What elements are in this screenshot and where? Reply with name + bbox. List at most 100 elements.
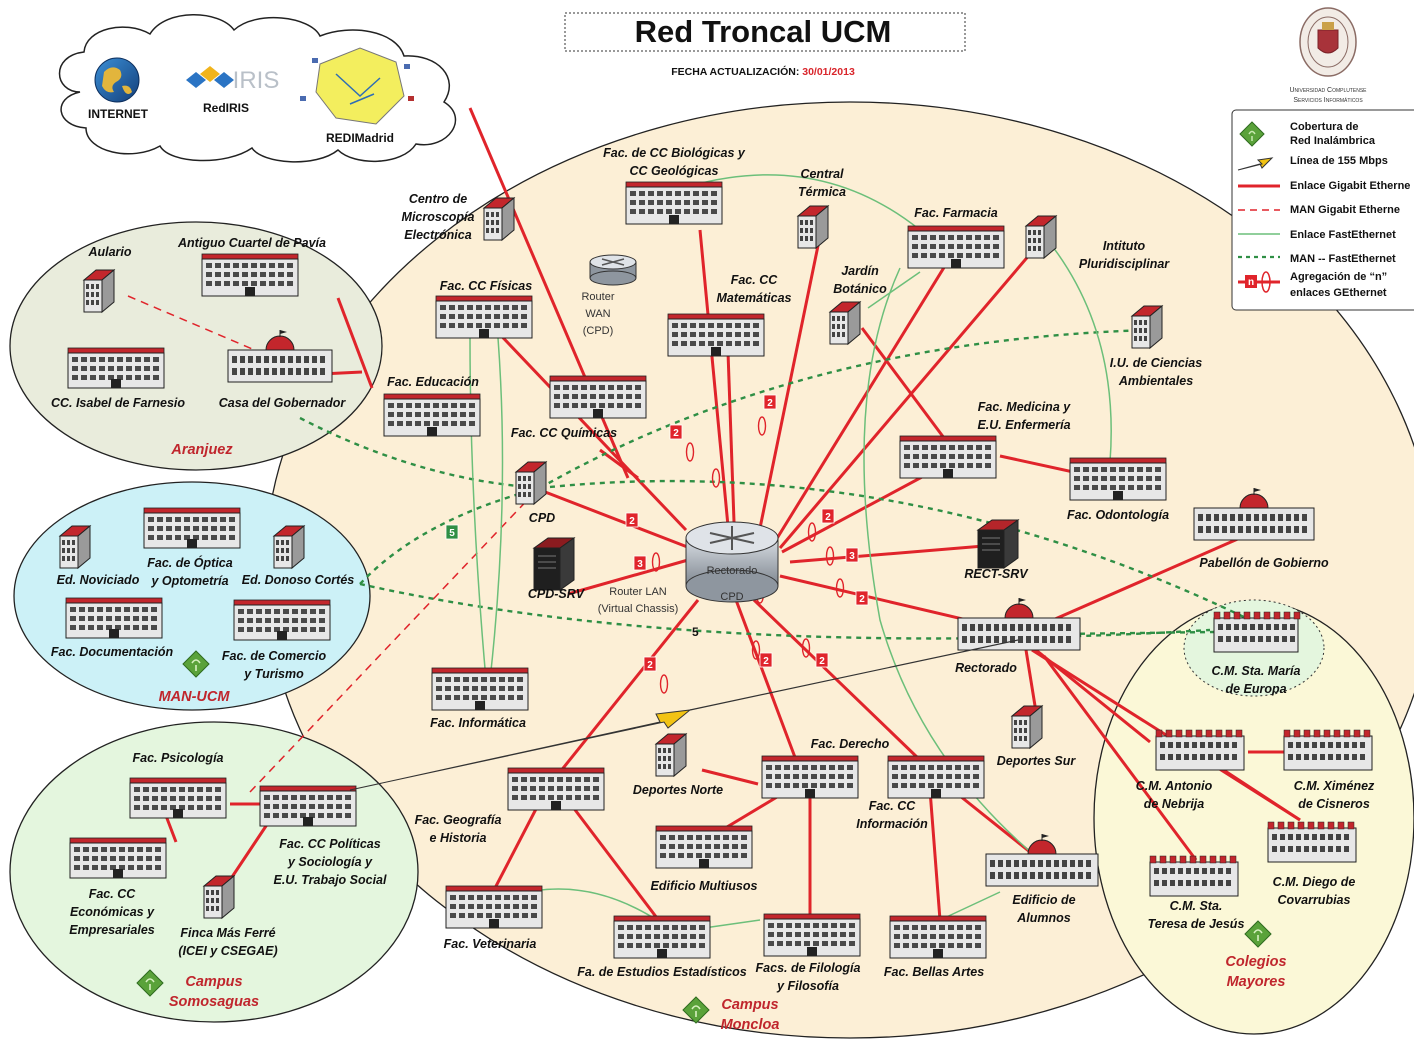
- building-ambientales: [1130, 304, 1164, 350]
- label-geografia-1: Fac. Geografía: [415, 813, 502, 827]
- update-label: FECHA ACTUALIZACIÓN:: [671, 65, 799, 78]
- label-filologia-2: y Filosofía: [776, 979, 839, 993]
- building-sta-maria: [1213, 611, 1301, 653]
- building-gobernador: [227, 330, 333, 383]
- lan-router-label-2: (Virtual Chassis): [598, 603, 679, 615]
- gigabit-link: [1042, 655, 1198, 861]
- label-biologicas-2: CC Geológicas: [630, 164, 719, 178]
- fast-ethernet-link: [703, 919, 761, 929]
- label-cpd-srv: CPD-SRV: [528, 587, 586, 601]
- globe-icon: [94, 57, 140, 103]
- aggregation-badge-label: 2: [767, 398, 773, 409]
- zone-title-colegios-1: Colegios: [1225, 954, 1286, 970]
- aggregation-badge: 3: [845, 547, 859, 563]
- zone-title-somosaguas-1: Campus: [185, 974, 242, 990]
- rect-srv-server: [976, 519, 1020, 569]
- label-biologicas-1: Fac. de CC Biológicas y: [603, 146, 746, 160]
- building-fisicas: [435, 295, 533, 339]
- building-documentacion: [65, 597, 163, 639]
- gigabit-link: [567, 558, 689, 596]
- fast-ethernet-link: [689, 174, 921, 231]
- wan-router-label-1: Router: [581, 291, 614, 303]
- label-economicas-2: Económicas y: [70, 905, 155, 919]
- building-nebrija: [1155, 729, 1245, 771]
- legend: Cobertura de Red Inalámbrica Línea de 15…: [1231, 109, 1414, 311]
- building-cpd: [514, 460, 548, 506]
- building-deportes-norte: [654, 732, 688, 778]
- page-title: Red Troncal UCM: [635, 14, 892, 49]
- building-matematicas: [667, 313, 765, 357]
- core-router-label-2: CPD: [720, 591, 743, 603]
- label-optica-2: y Optometría: [150, 574, 228, 588]
- fast-ethernet-link: [1045, 237, 1112, 463]
- legend-lightning-icon: [1237, 157, 1274, 171]
- building-termica: [796, 204, 830, 250]
- building-biologicas: [625, 181, 723, 225]
- label-matematicas-1: Fac. CC: [731, 273, 779, 287]
- label-deportes-norte: Deportes Norte: [633, 783, 723, 797]
- label-cuartel: Antiguo Cuartel de Pavía: [177, 236, 326, 250]
- building-pluridisciplinar: [1024, 214, 1058, 260]
- label-noviciado: Ed. Noviciado: [57, 573, 140, 587]
- wan-router-label-2: WAN: [585, 308, 610, 320]
- building-geografia: [507, 767, 605, 811]
- label-ambientales-1: I.U. de Ciencias: [1110, 356, 1202, 370]
- label-teresa-2: Teresa de Jesús: [1148, 917, 1245, 931]
- label-matematicas-2: Matemáticas: [716, 291, 791, 305]
- building-covarrubias: [1267, 821, 1357, 863]
- university-name-2: Servicios Informáticos: [1293, 97, 1363, 104]
- label-politicas-1: Fac. CC Políticas: [279, 837, 380, 851]
- label-donoso: Ed. Donoso Cortés: [242, 573, 355, 587]
- label-finca-2: (ICEI y CSEGAE): [178, 944, 277, 958]
- building-veterinaria: [445, 885, 543, 929]
- legend-aggregation-ring: [1261, 271, 1271, 293]
- building-economicas: [69, 837, 167, 879]
- core-router-label-1: Rectorado: [707, 565, 758, 577]
- zone-title-somosaguas-2: Somosaguas: [169, 994, 259, 1010]
- label-optica-1: Fac. de Óptica: [147, 555, 232, 570]
- man-fast-link: [359, 486, 541, 585]
- aggregation-badge: 2: [815, 652, 829, 668]
- aggregation-badge: 2: [821, 508, 835, 524]
- gigabit-link: [726, 351, 736, 523]
- gigabit-link: [228, 819, 272, 881]
- label-microscopia-1: Centro de: [409, 192, 467, 206]
- zone-title-aranjuez: Aranjuez: [170, 442, 233, 458]
- label-informacion-1: Fac. CC: [869, 799, 917, 813]
- wifi-icon: [682, 996, 710, 1024]
- label-cisneros-2: de Cisneros: [1298, 797, 1370, 811]
- label-farmacia: Fac. Farmacia: [914, 206, 997, 220]
- aggregation-badge-label: 2: [647, 660, 653, 671]
- label-sta-maria-2: de Europa: [1225, 682, 1286, 696]
- label-ambientales-2: Ambientales: [1118, 374, 1193, 388]
- label-comercio-2: y Turismo: [243, 667, 304, 681]
- gigabit-link: [336, 297, 374, 389]
- aggregation-ring: [659, 674, 669, 694]
- gigabit-link: [774, 247, 958, 541]
- label-pluridisciplinar-1: Intituto: [1103, 239, 1146, 253]
- title-box: [564, 12, 966, 52]
- rediris-logo: IRIS: [186, 66, 279, 94]
- label-nebrija-2: de Nebrija: [1144, 797, 1204, 811]
- label-psicologia: Fac. Psicología: [132, 751, 223, 765]
- zone-title-moncloa-1: Campus: [721, 997, 778, 1013]
- update-value: 30/01/2013: [802, 66, 855, 78]
- aggregation-badge-label: 2: [763, 656, 769, 667]
- label-multiusos: Edificio Multiusos: [651, 879, 758, 893]
- building-medicina: [899, 435, 997, 479]
- legend-aggregation-2: enlaces GEthernet: [1290, 287, 1387, 299]
- zone-title-colegios-2: Mayores: [1227, 974, 1286, 990]
- legend-gigabit: Enlace Gigabit Etherne: [1290, 180, 1410, 192]
- label-alumnos-1: Edificio de: [1012, 893, 1075, 907]
- legend-aggregation-badge: [1245, 275, 1257, 288]
- gigabit-link: [1029, 536, 1241, 632]
- building-noviciado: [58, 524, 92, 570]
- building-microscopia: [482, 196, 516, 242]
- fast-ethernet-link: [939, 891, 1001, 921]
- label-deportes-sur: Deportes Sur: [997, 754, 1077, 768]
- label-pabellon: Pabellón de Gobierno: [1199, 556, 1329, 570]
- label-medicina-1: Fac. Medicina y: [978, 400, 1071, 414]
- aggregation-badge: 2: [643, 656, 657, 672]
- core-router: Rectorado CPD: [685, 521, 779, 603]
- label-informatica: Fac. Informática: [430, 716, 526, 730]
